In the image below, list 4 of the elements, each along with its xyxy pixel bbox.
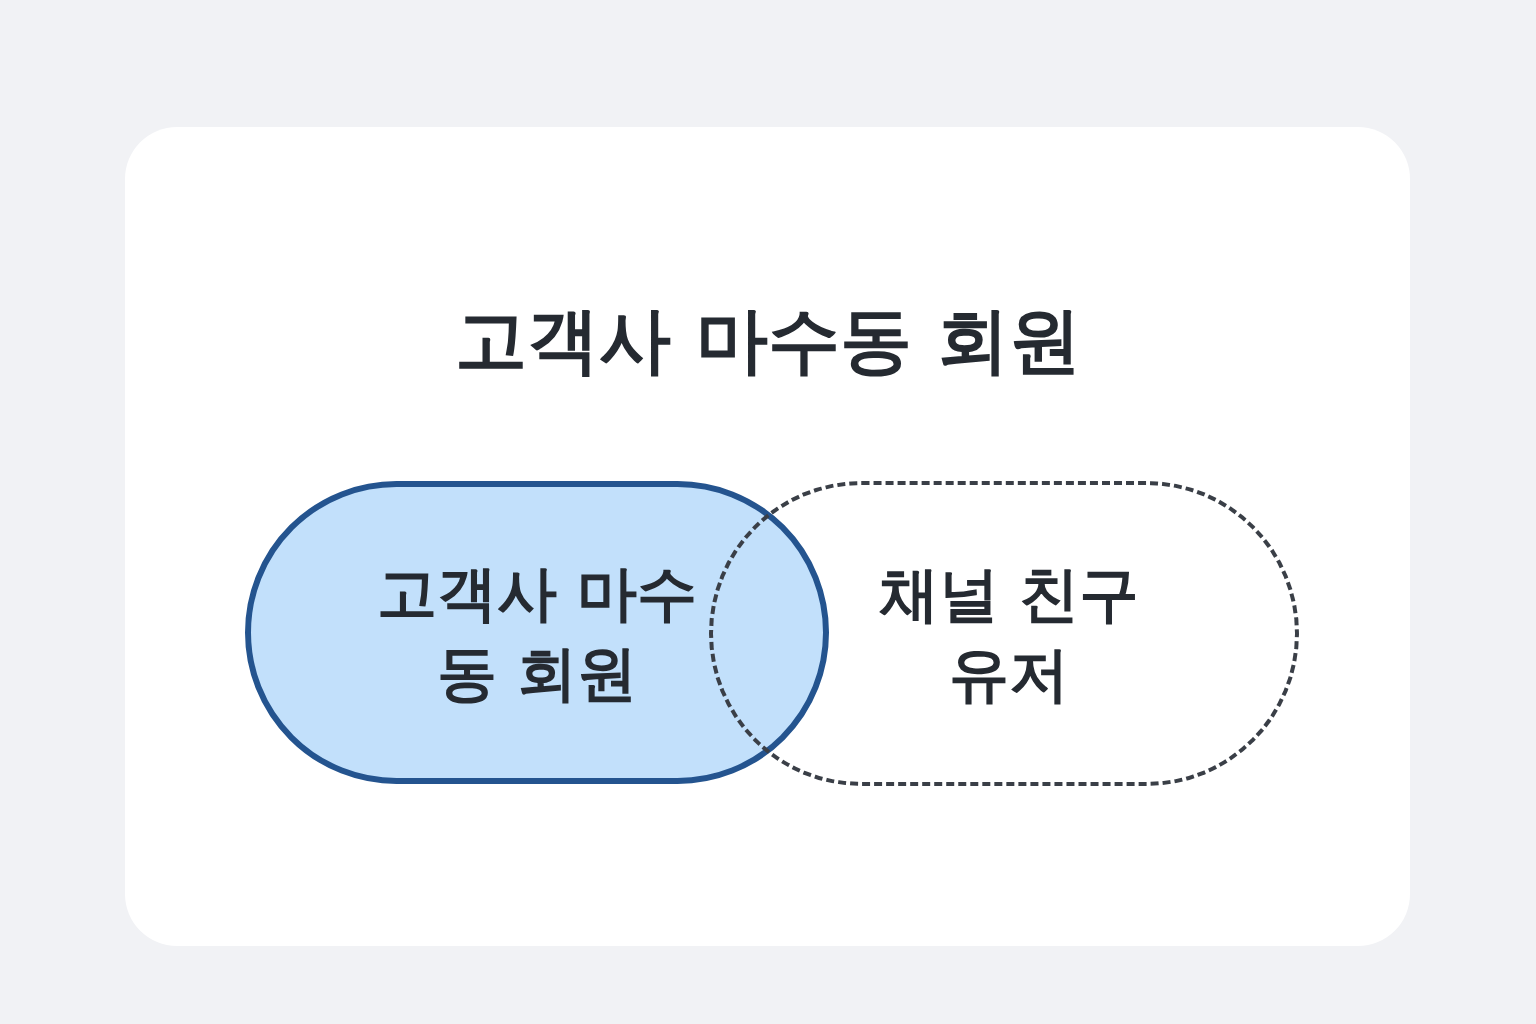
dashed-pill: [709, 481, 1299, 786]
node-label: 고객사 마수동 회원: [375, 556, 699, 710]
title: 고객사 마수동 회원: [453, 297, 1083, 384]
node-label: 채널 친구 유저: [877, 557, 1141, 711]
